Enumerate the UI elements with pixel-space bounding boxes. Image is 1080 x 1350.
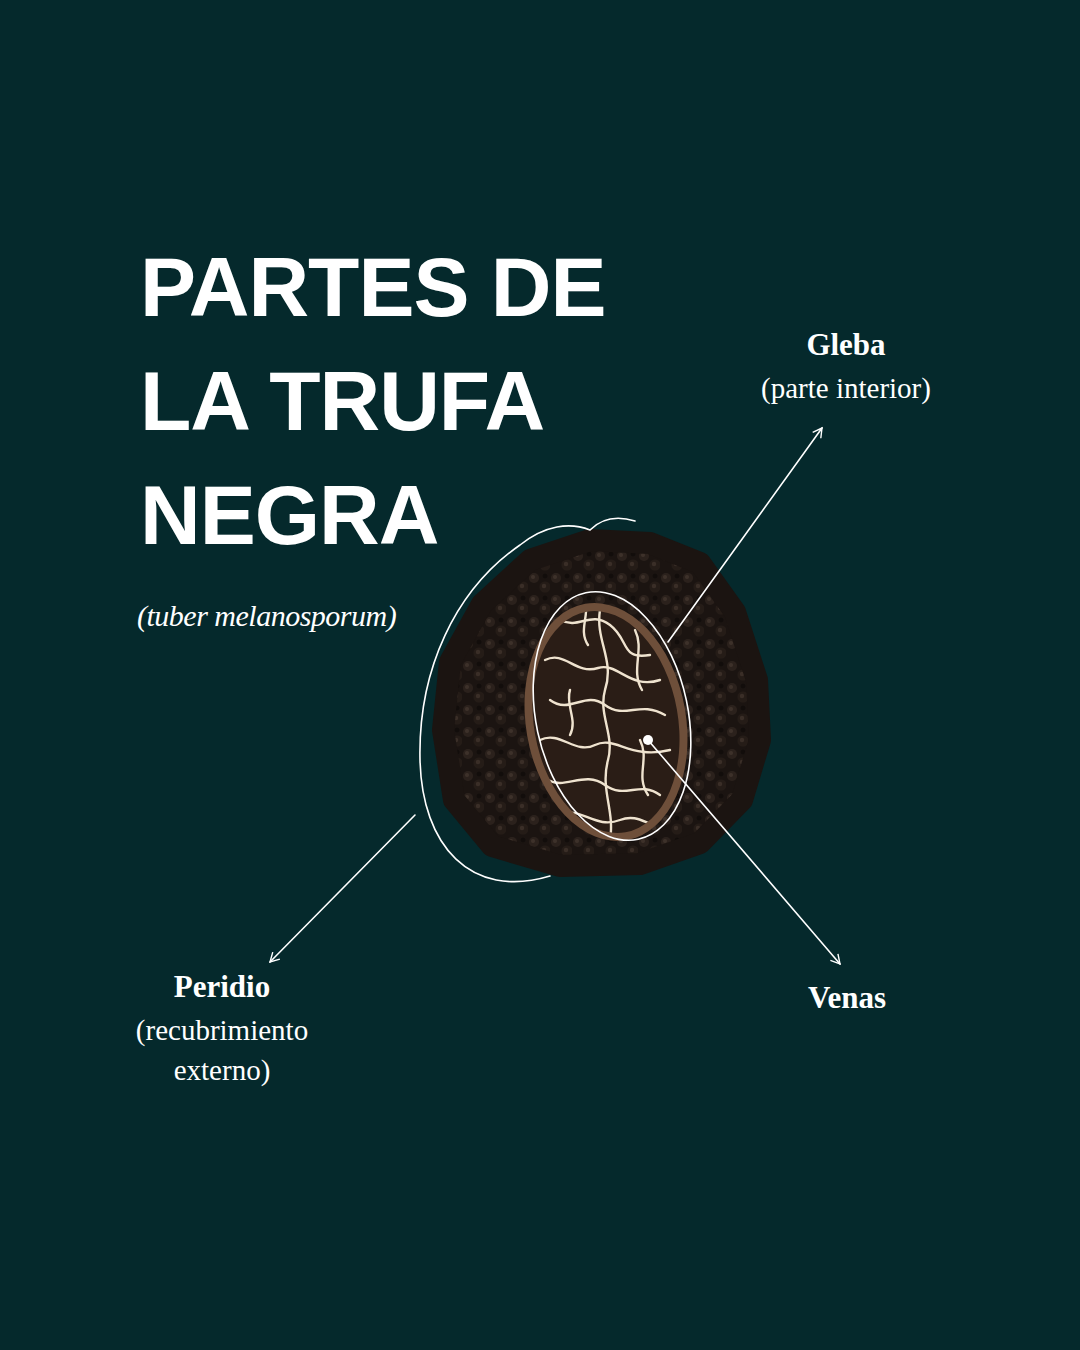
part-description: (parte interior) (716, 368, 976, 408)
species-name: (tuber melanosporum) (137, 597, 557, 635)
label-holder: (tuber melanosporum) (137, 597, 557, 635)
label-holder: Gleba (746, 325, 946, 365)
peridium-shape (443, 540, 760, 866)
part-name: Gleba (746, 325, 946, 365)
gleba-outline-mark (511, 577, 712, 855)
title-holder: PARTES DE LA TRUFA NEGRA (140, 230, 680, 572)
vein-dot (643, 735, 653, 745)
diagram-title: PARTES DE LA TRUFA NEGRA (140, 230, 680, 572)
part-description: (recubrimiento externo) (102, 1010, 342, 1090)
peridium-outline-mark (420, 518, 635, 881)
vein-pattern (540, 600, 670, 840)
label-holder: (recubrimiento externo) (102, 1010, 342, 1090)
veins-leader (648, 740, 840, 964)
label-holder: Venas (747, 978, 947, 1018)
peridium-leader (270, 815, 415, 962)
label-holder: Peridio (122, 967, 322, 1007)
part-name: Venas (747, 978, 947, 1018)
label-holder: (parte interior) (716, 368, 976, 408)
part-name: Peridio (122, 967, 322, 1007)
gleba-leader (668, 428, 822, 642)
